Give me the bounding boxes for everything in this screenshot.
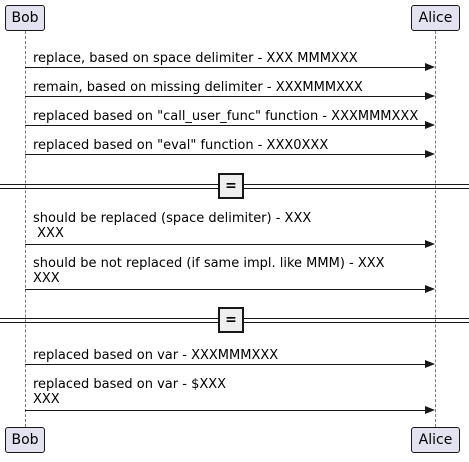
- lifeline-alice: [435, 31, 436, 427]
- message-arrow: [25, 244, 425, 245]
- arrowhead-icon: [425, 92, 435, 100]
- message-label: replaced based on "eval" function - XXX0…: [33, 138, 329, 153]
- message-label: remain, based on missing delimiter - XXX…: [33, 80, 363, 95]
- participant-alice-top: Alice: [411, 5, 460, 31]
- message-arrow: [25, 364, 425, 365]
- message-label: replaced based on var - XXXMMMXXX: [33, 348, 279, 363]
- arrowhead-icon: [425, 150, 435, 158]
- arrowhead-icon: [425, 360, 435, 368]
- message-label: should be replaced (space delimiter) - X…: [33, 211, 312, 241]
- message-arrow: [25, 96, 425, 97]
- arrowhead-icon: [425, 240, 435, 248]
- lifeline-bob: [25, 31, 26, 427]
- participant-bob-top: Bob: [5, 5, 45, 31]
- message-label: should be not replaced (if same impl. li…: [33, 256, 385, 286]
- arrowhead-icon: [425, 121, 435, 129]
- arrowhead-icon: [425, 406, 435, 414]
- participant-bob-bottom: Bob: [5, 427, 45, 453]
- message-arrow: [25, 125, 425, 126]
- message-arrow: [25, 67, 425, 68]
- message-arrow: [25, 410, 425, 411]
- participant-alice-bottom: Alice: [411, 427, 460, 453]
- message-arrow: [25, 154, 425, 155]
- arrowhead-icon: [425, 285, 435, 293]
- message-label: replaced based on "call_user_func" funct…: [33, 109, 419, 124]
- message-arrow: [25, 289, 425, 290]
- divider-label: =: [218, 307, 244, 333]
- message-label: replace, based on space delimiter - XXX …: [33, 51, 358, 66]
- divider-label: =: [218, 173, 244, 199]
- arrowhead-icon: [425, 63, 435, 71]
- message-label: replaced based on var - $XXX XXX: [33, 377, 227, 407]
